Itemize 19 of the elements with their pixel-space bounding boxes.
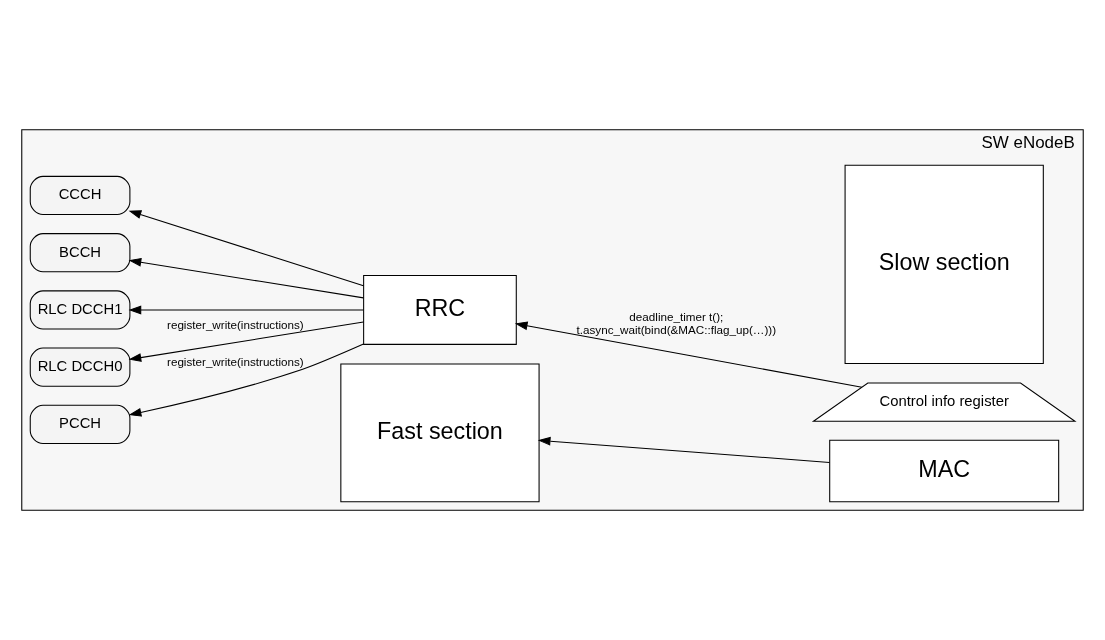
arrow: [128, 321, 364, 362]
arrow: [128, 210, 364, 287]
node-box: Fast section: [340, 363, 540, 503]
arrow: [537, 436, 831, 463]
node-box: PCCH: [29, 404, 131, 445]
arrow: [128, 343, 364, 417]
arrow: [128, 305, 364, 315]
node-box: CCCH: [29, 175, 131, 216]
node-box: Slow section: [844, 164, 1044, 364]
node-box: RLC DCCH0: [29, 347, 131, 387]
node-box: RRC: [363, 274, 517, 345]
node-box: BCCH: [29, 233, 131, 273]
arrow: [128, 257, 364, 299]
node-box: MAC: [829, 439, 1060, 503]
node-box: RLC DCCH1: [29, 290, 131, 330]
edge-label: register_write(instructions): [167, 317, 304, 331]
edge-label: register_write(instructions): [167, 354, 304, 368]
arrow: [514, 321, 863, 388]
edge-label: deadline_timer t(); t.async_wait(bind(&MAC::flag_up(…))): [576, 310, 777, 337]
